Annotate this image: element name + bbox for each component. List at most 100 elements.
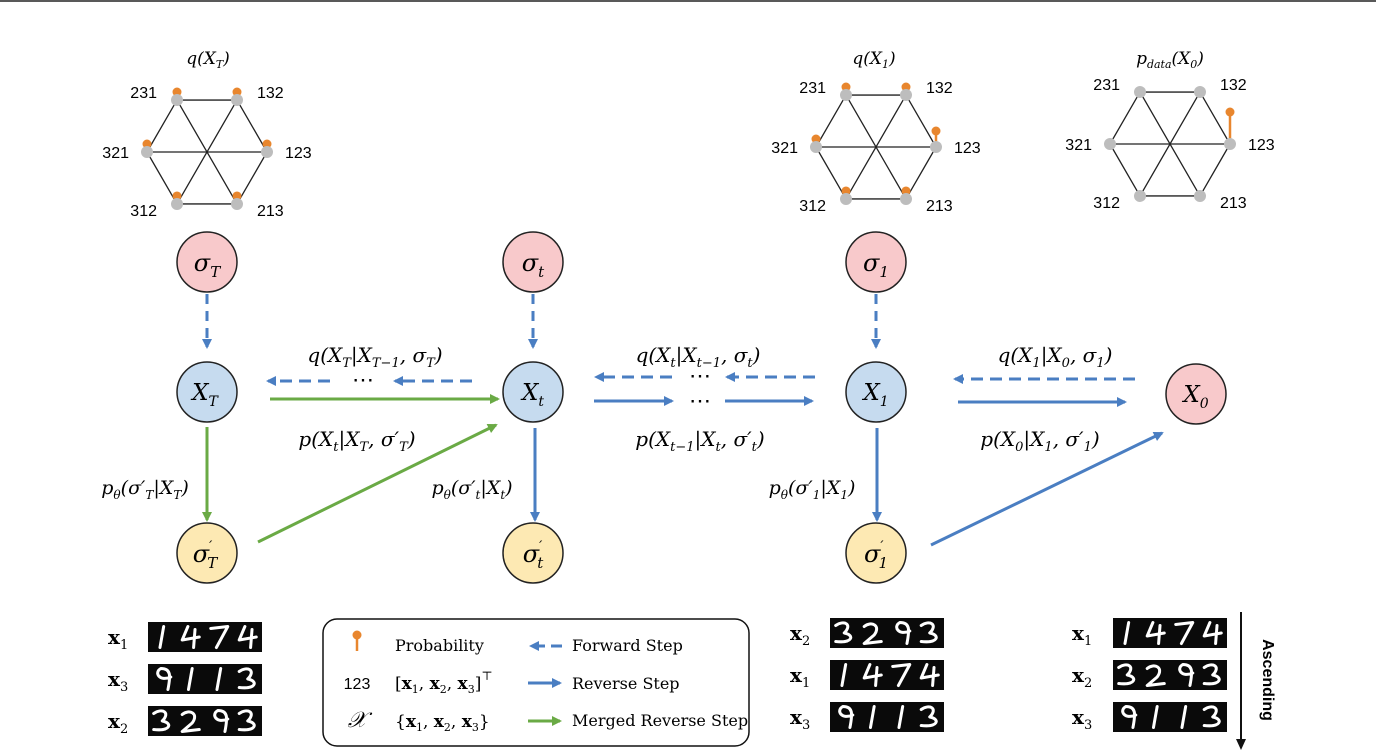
digit-stroke-4 [1145,621,1166,645]
permutation-label-321: 321 [1065,137,1092,154]
digit-stroke-9 [156,667,173,691]
permutation-node [1194,189,1206,202]
digit-strip [830,660,944,690]
permutation-node [231,197,243,210]
digit-stroke-9 [213,709,230,733]
node-X-1: X1 [845,361,907,423]
digit-stroke-3 [237,667,256,690]
graph-edge [815,146,847,200]
label-rev-1: p(X0|X1, σ′1) [980,427,1099,455]
permutation-label-123: 123 [1248,137,1275,154]
sequence-label: x1 [790,663,810,691]
digit-stroke-2 [180,710,201,733]
permutation-node [1104,138,1116,150]
graph-edge [176,99,238,205]
legend-probability-label: Probability [395,636,484,655]
digit-stroke-3 [919,621,938,644]
permutation-node [1134,86,1146,99]
permutation-label-321: 321 [102,145,129,162]
permutation-label-231: 231 [130,85,157,102]
probability-pin [172,191,182,201]
sequence-label: x3 [1072,705,1092,733]
graph-edge [815,94,847,148]
permutation-label-123: 123 [954,140,981,157]
svg-text:q(XT): q(XT) [186,49,230,71]
permutation-node [1194,86,1206,99]
permutation-label-132: 132 [1220,77,1247,94]
graph-title-pdata: pdata(X0) [1136,49,1204,71]
graph-edge [1139,91,1201,197]
node-sigma-prime-1: σ′1 [845,522,907,584]
permutation-label-312: 312 [130,203,157,220]
digit-stroke-4 [237,625,258,649]
svg-text:σ′1: σ′1 [864,539,888,572]
digit-stroke-2 [1145,664,1166,687]
sequence-label: x3 [790,705,810,733]
digit-stroke-1 [868,705,876,729]
digit-stroke-1 [1151,705,1159,729]
reverse-arrow-sigmap1-X0 [930,431,1164,547]
probability-pin [232,87,242,97]
permutation-label-231: 231 [1093,77,1120,94]
digit-stroke-9 [895,621,912,645]
probability-pin [841,82,851,92]
digit-stroke-7 [1174,621,1195,645]
graph-edge [1199,143,1231,197]
node-sigma-1: σ1 [845,231,907,293]
probability-pin [232,191,242,201]
permutation-node [810,141,822,153]
digit-stroke-2 [862,622,883,645]
sequence-label: x2 [1072,663,1092,691]
sequence-label: x1 [108,625,128,653]
permutation-node [1224,138,1236,150]
node-sigma-prime-T: σ′T [176,522,238,584]
permutation-node [231,94,243,107]
legend-perm-key: 123 [344,676,371,693]
permutation-node [171,94,183,107]
graph-edge [146,99,178,153]
permutation-node [930,141,942,153]
permutation-label-312: 312 [1093,195,1120,212]
digit-stroke-1 [186,667,194,691]
digit-stroke-3 [919,705,938,728]
graph-edge [905,94,937,148]
svg-text:q(X1): q(X1) [852,49,895,71]
permutation-node [840,89,852,102]
label-ptheta-t: pθ(σ′t|Xt) [431,477,512,502]
label-rev-t: p(Xt−1|Xt, σ′t) [635,427,764,455]
label-ptheta-1: pθ(σ′1|X1) [769,477,856,502]
label-fwd-T: q(XT|XT−1, σT) [307,343,442,371]
permutation-node [900,89,912,102]
probability-pin [901,186,911,196]
node-X-T: XT [176,361,238,423]
graph-edge [1199,91,1231,145]
probability-pin [142,139,152,149]
node-X-t: Xt [502,361,564,423]
svg-text:σ′t: σ′t [523,539,545,572]
graph-title-qXT: q(XT) [186,49,230,71]
digit-stroke-4 [919,663,940,687]
permutation-node [171,197,183,210]
sequence-label: x2 [108,709,128,737]
digit-stroke-1 [1123,621,1131,645]
digit-stroke-4 [180,625,201,649]
permutation-label-231: 231 [799,80,826,97]
permutation-label-321: 321 [771,140,798,157]
permutation-label-132: 132 [926,80,953,97]
probability-pin [901,82,911,92]
digit-stroke-1 [1180,705,1188,729]
permutation-node [840,192,852,205]
label-rev-T: p(Xt|XT, σ′T) [298,427,415,455]
permutation-label-132: 132 [257,85,284,102]
probability-pin [931,126,941,136]
probability-pin [811,134,821,144]
digit-stroke-7 [209,625,230,649]
node-sigma-t: σt [502,231,564,293]
ellipsis-rev-t: ⋯ [689,389,711,414]
graph-edge [236,151,268,205]
digit-stroke-1 [897,705,905,729]
digit-stroke-3 [1202,663,1221,686]
